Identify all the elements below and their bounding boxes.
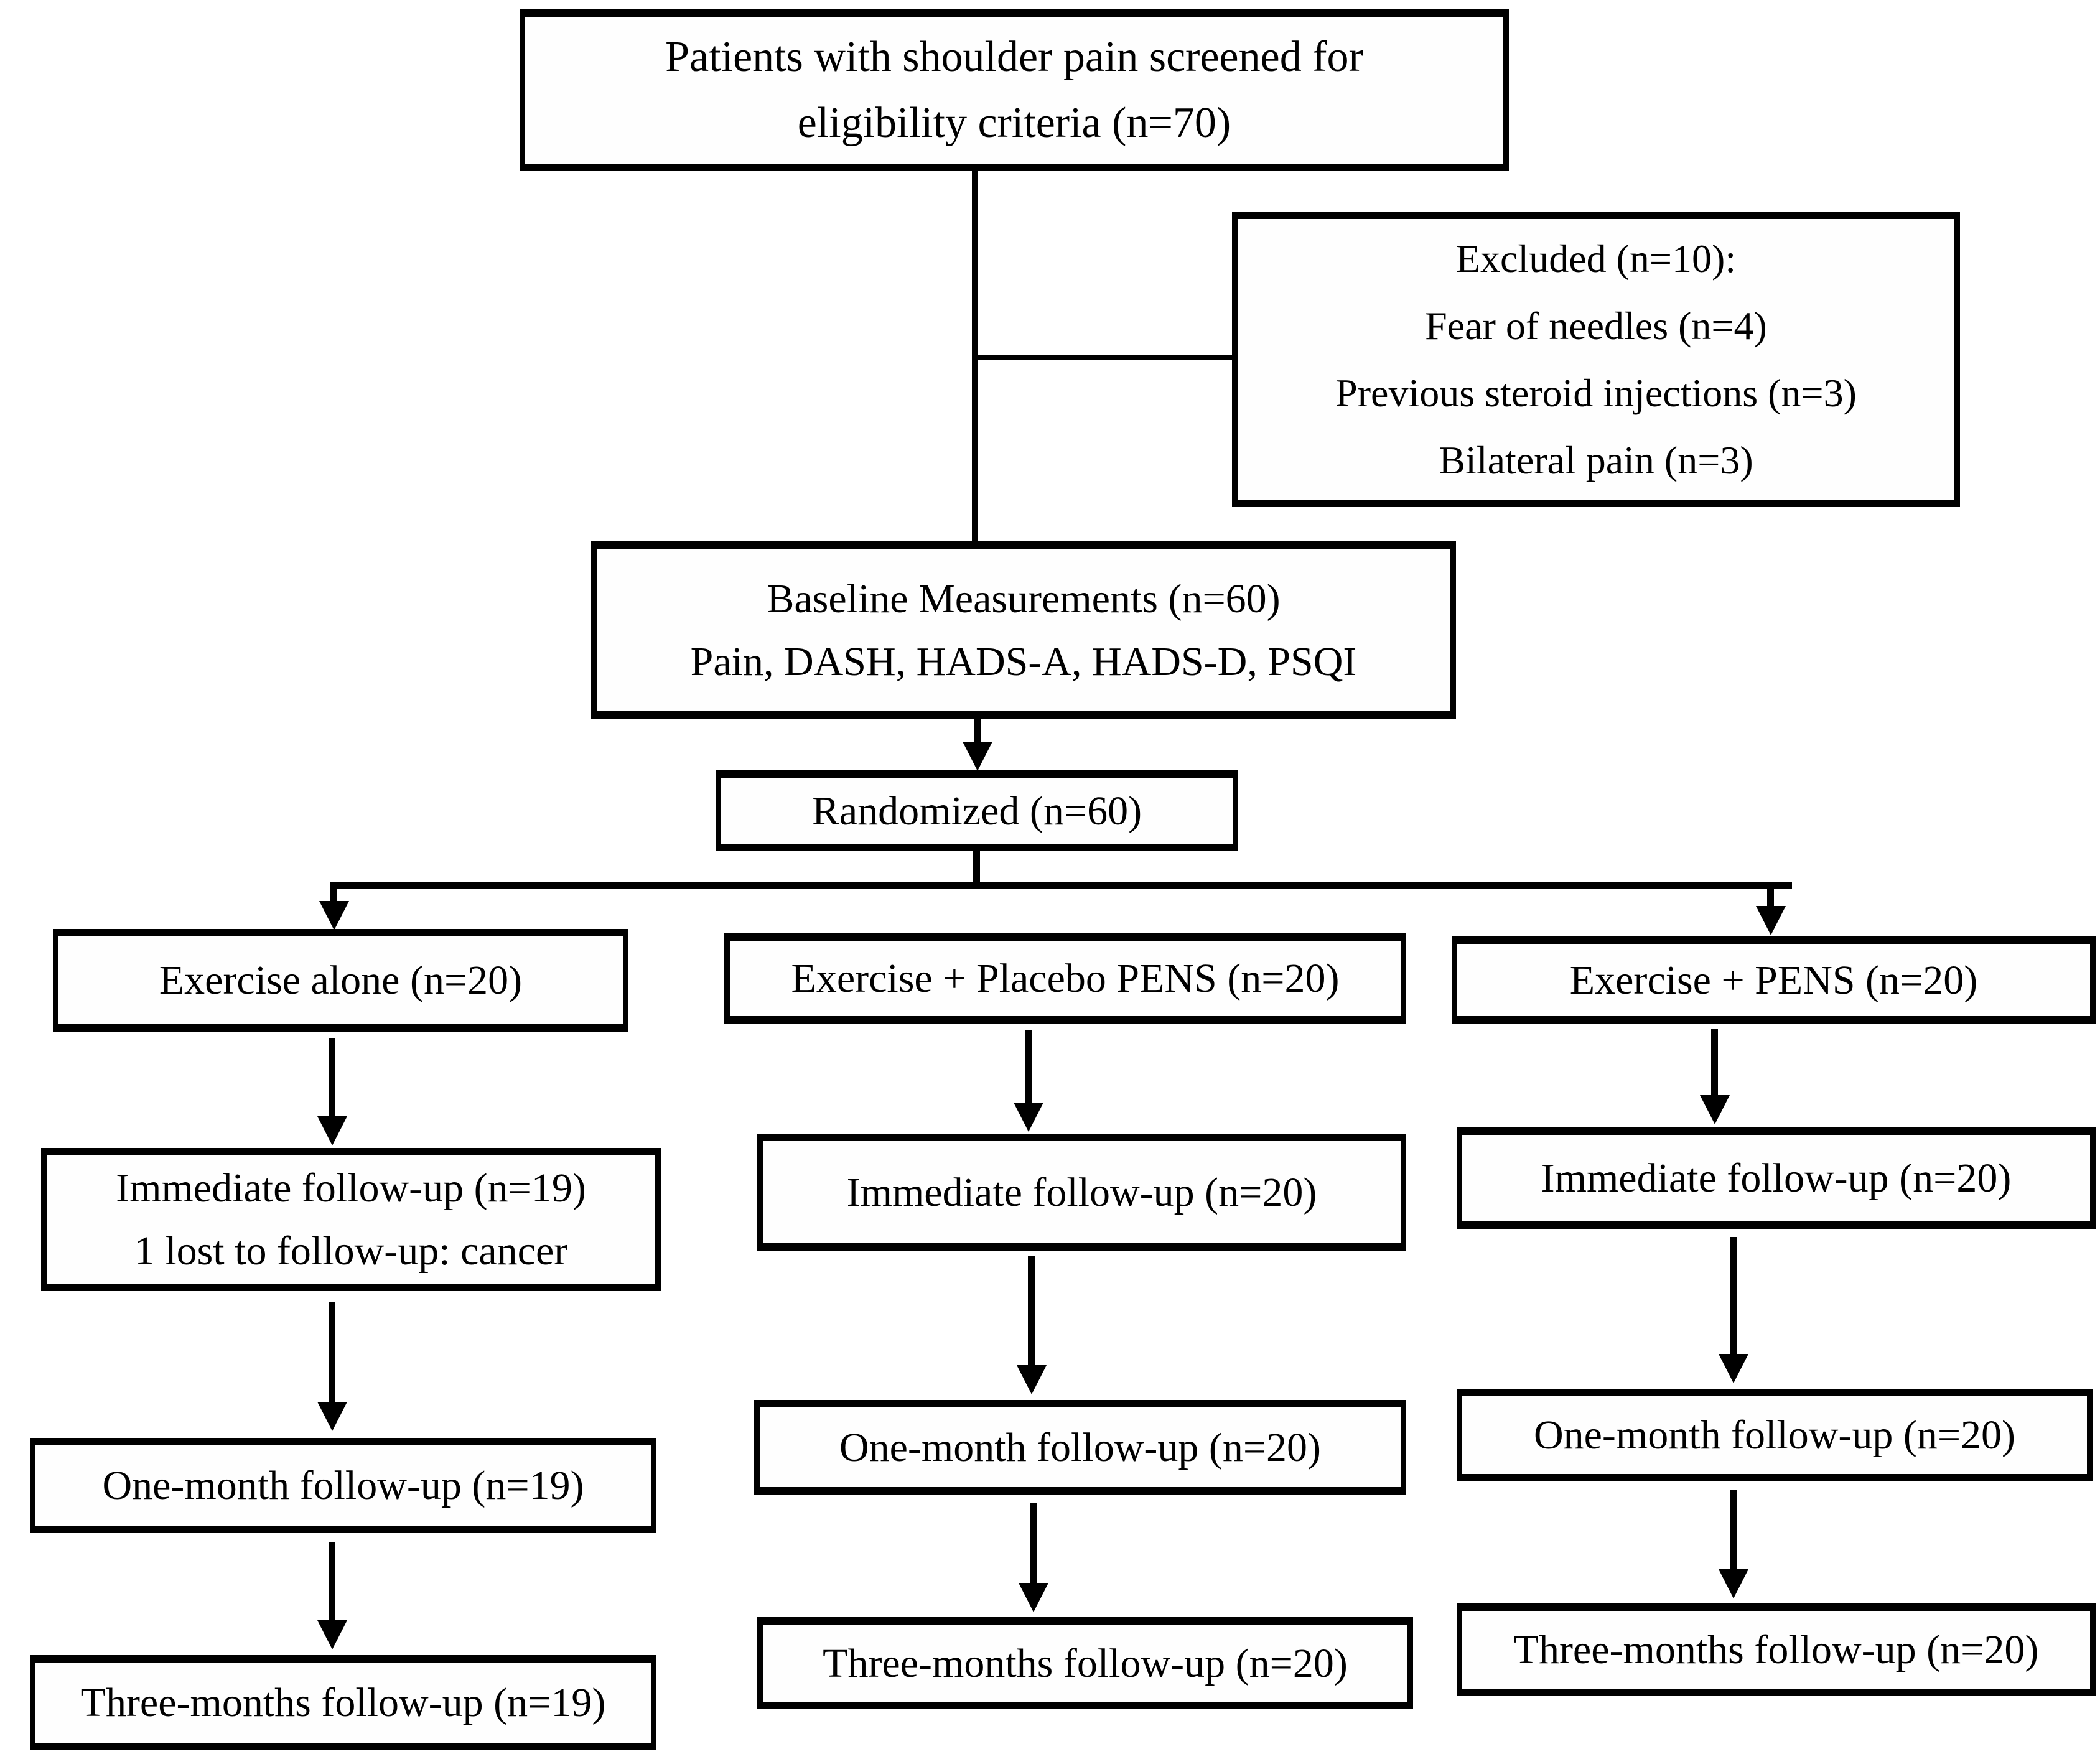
box-text-line: Excluded (n=10): xyxy=(1455,236,1737,281)
box-text-line: eligibility criteria (n=70) xyxy=(797,99,1231,147)
arrow-baseline-randomized-stem xyxy=(974,717,981,745)
box-text-line: Immediate follow-up (n=20) xyxy=(846,1169,1317,1215)
box-text-line: Patients with shoulder pain screened for xyxy=(665,33,1363,81)
arrow-armmid-immediate-head xyxy=(1014,1103,1043,1132)
arrow-immmid-onemonth-stem xyxy=(1028,1256,1035,1366)
box-one-month-followup-left: One-month follow-up (n=19) xyxy=(30,1438,656,1533)
box-arm-exercise-alone: Exercise alone (n=20) xyxy=(53,929,628,1032)
arrow-immmid-onemonth-head xyxy=(1017,1365,1047,1394)
arrow-immright-onemonth-stem xyxy=(1730,1237,1737,1355)
box-text-line: Bilateral pain (n=3) xyxy=(1439,437,1753,482)
box-one-month-followup-right: One-month follow-up (n=20) xyxy=(1457,1389,2093,1481)
arrow-branch-left-stem xyxy=(330,889,337,903)
box-text-line: Randomized (n=60) xyxy=(811,788,1142,834)
connector-randomized-branch xyxy=(973,850,980,885)
arrow-onemid-threemonths-head xyxy=(1019,1583,1048,1612)
box-text-line: Baseline Measurements (n=60) xyxy=(767,576,1281,622)
box-immediate-followup-right: Immediate follow-up (n=20) xyxy=(1457,1127,2096,1229)
box-text-line: Three-months follow-up (n=20) xyxy=(823,1640,1348,1686)
arrow-armmid-immediate-stem xyxy=(1025,1030,1032,1104)
box-text-line: Immediate follow-up (n=19) xyxy=(116,1165,586,1211)
box-text-line: Previous steroid injections (n=3) xyxy=(1335,370,1857,415)
arrow-oneright-threemonths-head xyxy=(1719,1569,1748,1598)
box-text-line: Exercise + PENS (n=20) xyxy=(1569,957,1978,1003)
arrow-armright-immediate-stem xyxy=(1711,1029,1718,1096)
box-text-line: One-month follow-up (n=20) xyxy=(1533,1412,2016,1458)
box-text-line: Three-months follow-up (n=20) xyxy=(1513,1627,2039,1672)
box-text-line: Exercise + Placebo PENS (n=20) xyxy=(791,956,1340,1001)
arrow-onemid-threemonths-stem xyxy=(1030,1503,1037,1584)
box-screening: Patients with shoulder pain screened for… xyxy=(520,9,1509,171)
box-text-line: One-month follow-up (n=20) xyxy=(839,1424,1322,1470)
box-randomized: Randomized (n=60) xyxy=(716,770,1238,851)
arrow-immleft-onemonth-head xyxy=(317,1402,347,1431)
arrow-immleft-onemonth-stem xyxy=(329,1302,335,1403)
box-three-months-followup-right: Three-months follow-up (n=20) xyxy=(1457,1603,2096,1696)
box-arm-exercise-placebo-pens: Exercise + Placebo PENS (n=20) xyxy=(724,933,1406,1024)
branch-line xyxy=(330,882,1792,889)
arrow-branch-right-head xyxy=(1756,906,1786,935)
arrow-branch-left-head xyxy=(319,901,349,930)
arrow-armleft-immediate-stem xyxy=(329,1038,335,1117)
box-immediate-followup-mid: Immediate follow-up (n=20) xyxy=(757,1134,1406,1251)
arrow-oneright-threemonths-stem xyxy=(1730,1490,1737,1570)
box-text-line: Pain, DASH, HADS-A, HADS-D, PSQI xyxy=(690,638,1357,684)
box-text-line: 1 lost to follow-up: cancer xyxy=(134,1228,568,1274)
box-excluded: Excluded (n=10): Fear of needles (n=4) P… xyxy=(1232,212,1960,507)
box-arm-exercise-pens: Exercise + PENS (n=20) xyxy=(1452,936,2096,1024)
box-text-line: Exercise alone (n=20) xyxy=(159,958,523,1003)
arrow-oneleft-threemonths-head xyxy=(317,1620,347,1649)
box-three-months-followup-left: Three-months follow-up (n=19) xyxy=(30,1655,656,1750)
arrow-branch-right-stem xyxy=(1767,889,1774,906)
box-one-month-followup-mid: One-month follow-up (n=20) xyxy=(754,1400,1406,1495)
box-text-line: One-month follow-up (n=19) xyxy=(102,1463,584,1508)
arrow-armleft-immediate-head xyxy=(317,1116,347,1145)
box-text-line: Immediate follow-up (n=20) xyxy=(1541,1155,2012,1201)
box-text-line: Three-months follow-up (n=19) xyxy=(80,1680,606,1725)
arrow-armright-immediate-head xyxy=(1700,1095,1730,1124)
arrow-immright-onemonth-head xyxy=(1719,1354,1748,1383)
box-three-months-followup-mid: Three-months follow-up (n=20) xyxy=(757,1617,1413,1709)
arrow-oneleft-threemonths-stem xyxy=(329,1542,335,1621)
connector-excluded-branch xyxy=(974,355,1233,360)
arrow-baseline-randomized-head xyxy=(963,742,992,771)
box-text-line: Fear of needles (n=4) xyxy=(1425,303,1767,348)
box-baseline-measurements: Baseline Measurements (n=60) Pain, DASH,… xyxy=(591,541,1456,719)
box-immediate-followup-left: Immediate follow-up (n=19) 1 lost to fol… xyxy=(41,1148,661,1291)
